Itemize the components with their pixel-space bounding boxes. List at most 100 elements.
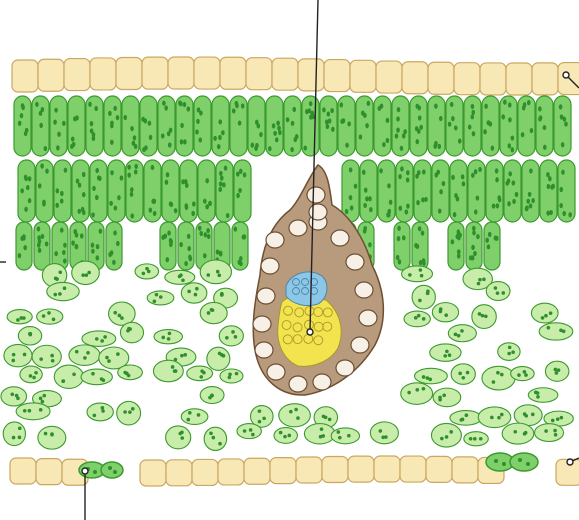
- chloroplast: [484, 314, 488, 318]
- chloroplast: [296, 416, 300, 420]
- chloroplast: [549, 311, 553, 315]
- chloroplast: [29, 374, 33, 378]
- chloroplast: [407, 391, 411, 395]
- chloroplast: [439, 310, 443, 314]
- chloroplast: [180, 436, 184, 440]
- chloroplast: [484, 104, 488, 109]
- chloroplast: [28, 198, 32, 203]
- chloroplast: [187, 234, 191, 239]
- chloroplast: [178, 100, 182, 105]
- chloroplast: [399, 206, 403, 211]
- chloroplast: [440, 437, 444, 441]
- chloroplast: [359, 134, 363, 139]
- chloroplast: [187, 290, 191, 294]
- chloroplast: [11, 359, 15, 363]
- chloroplast: [198, 226, 202, 231]
- chloroplast: [397, 107, 401, 112]
- chloroplast: [330, 108, 334, 113]
- chloroplast: [536, 391, 540, 395]
- chloroplast: [28, 332, 32, 336]
- chloroplast: [105, 356, 109, 360]
- chloroplast: [37, 226, 41, 231]
- palisade-cell: [234, 160, 251, 222]
- chloroplast: [53, 293, 57, 297]
- chloroplast: [148, 121, 152, 126]
- chloroplast: [203, 199, 207, 204]
- epidermis-cell: [298, 59, 324, 91]
- chloroplast: [400, 166, 404, 171]
- chloroplast: [488, 232, 492, 237]
- chloroplast: [181, 278, 185, 282]
- chloroplast: [18, 426, 22, 430]
- chloroplast: [415, 139, 419, 144]
- chloroplast: [292, 107, 296, 112]
- spongy-cell: [153, 360, 183, 382]
- chloroplast: [149, 135, 153, 140]
- chloroplast: [57, 132, 61, 137]
- chloroplast: [461, 418, 465, 422]
- chloroplast: [61, 379, 65, 383]
- chloroplast: [322, 107, 326, 112]
- chloroplast: [12, 353, 16, 357]
- chloroplast: [451, 239, 455, 244]
- chloroplast: [416, 244, 420, 249]
- spongy-cell: [219, 326, 243, 346]
- chloroplast: [42, 314, 46, 318]
- spongy-cell: [531, 303, 558, 323]
- chloroplast: [24, 131, 28, 136]
- chloroplast: [53, 120, 57, 125]
- chloroplast: [494, 286, 498, 290]
- chloroplast: [99, 229, 103, 234]
- chloroplast: [462, 181, 466, 186]
- chloroplast: [291, 121, 295, 126]
- palisade-cell: [140, 96, 157, 156]
- chloroplast: [454, 333, 458, 337]
- chloroplast: [20, 113, 24, 118]
- chloroplast: [468, 124, 472, 129]
- chloroplast: [461, 174, 465, 179]
- epidermis-cell: [428, 62, 454, 94]
- chloroplast: [414, 316, 418, 320]
- spongy-cell: [401, 383, 433, 405]
- chloroplast: [478, 167, 482, 172]
- chloroplast: [127, 173, 131, 178]
- chloroplast: [234, 335, 238, 339]
- chloroplast: [508, 102, 512, 107]
- chloroplast: [465, 413, 469, 417]
- chloroplast: [96, 244, 100, 249]
- leader-dot-right-top: [563, 72, 569, 78]
- chloroplast: [28, 409, 32, 413]
- chloroplast: [50, 354, 54, 358]
- chloroplast: [108, 111, 112, 116]
- chloroplast: [496, 371, 500, 375]
- spongy-cell: [502, 423, 534, 444]
- chloroplast: [395, 133, 399, 138]
- chloroplast: [279, 431, 283, 435]
- chloroplast: [174, 208, 178, 213]
- chloroplast: [62, 121, 66, 126]
- chloroplast: [550, 185, 554, 190]
- chloroplast: [402, 235, 406, 240]
- bundle-sheath-cell: [336, 360, 354, 376]
- chloroplast: [217, 274, 221, 278]
- chloroplast: [508, 171, 512, 176]
- chloroplast: [473, 251, 477, 256]
- epidermis-cell: [140, 460, 166, 486]
- epidermis-cell: [426, 456, 452, 482]
- epidermis-cell: [220, 57, 246, 89]
- chloroplast: [408, 273, 412, 277]
- bundle-sheath-cell: [313, 374, 331, 390]
- chloroplast: [109, 201, 113, 206]
- chloroplast: [238, 120, 242, 125]
- chloroplast: [523, 370, 527, 374]
- epidermis-cell: [38, 59, 64, 91]
- chloroplast: [37, 243, 41, 248]
- chloroplast: [39, 123, 43, 128]
- chloroplast: [197, 413, 201, 417]
- chloroplast: [547, 184, 551, 189]
- chloroplast: [439, 189, 443, 194]
- chloroplast: [95, 168, 99, 173]
- chloroplast: [91, 249, 95, 254]
- spongy-cell: [432, 303, 458, 322]
- chloroplast: [60, 228, 64, 233]
